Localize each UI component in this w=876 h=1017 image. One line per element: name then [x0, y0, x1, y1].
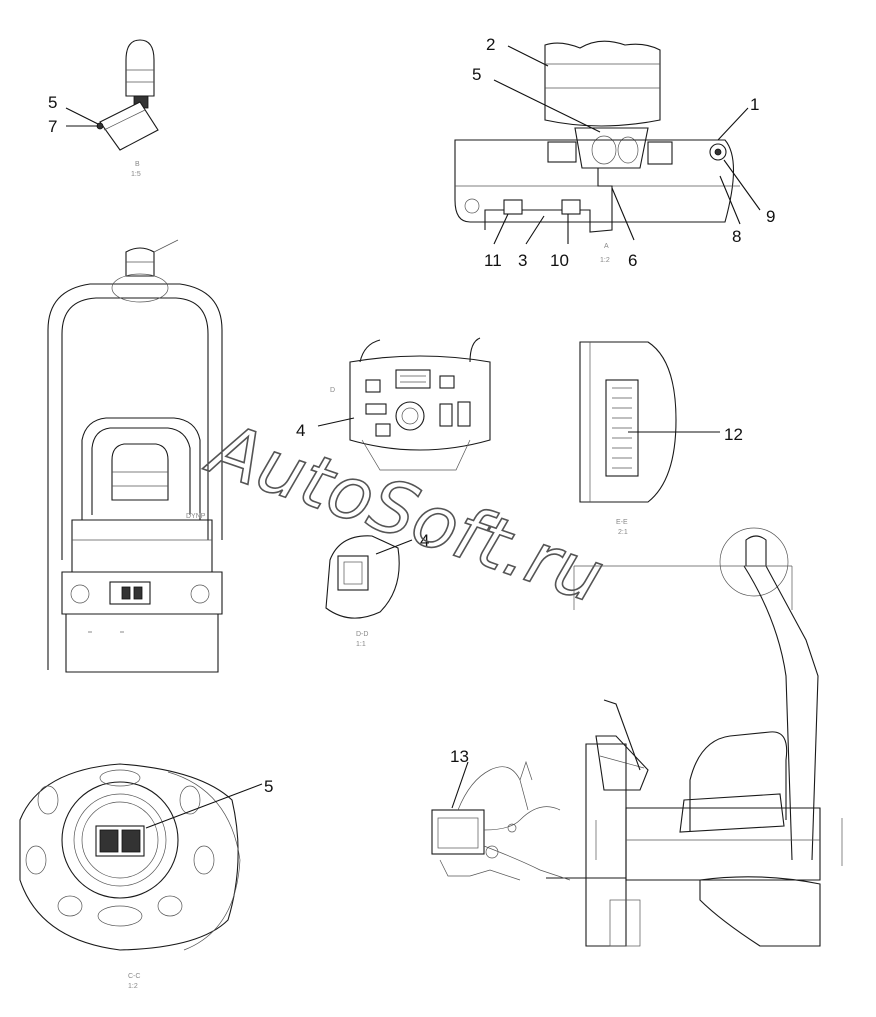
view-b-beacon-detail: B 1:5 — [96, 39, 159, 178]
callout-2: 2 — [486, 35, 495, 54]
view-a-scale: 1:2 — [600, 257, 610, 264]
section-d-label: D-D — [356, 631, 368, 638]
section-c-scale: 1:2 — [128, 983, 138, 990]
callout-13: 13 — [450, 747, 469, 766]
view-d-control-panel: D — [330, 337, 491, 471]
svg-text:DYNP: DYNP — [186, 513, 206, 520]
callout-3: 3 — [518, 251, 527, 270]
watermark: AutoSoft.ru — [196, 405, 615, 620]
watermark-text: AutoSoft.ru — [197, 405, 614, 619]
callout-5-view-a: 5 — [472, 65, 481, 84]
section-d-scale: 1:1 — [356, 641, 366, 648]
front-view-roller: DYNP — [47, 239, 223, 673]
section-e-scale: 2:1 — [618, 529, 628, 536]
callout-4-section: 4 — [420, 531, 429, 550]
callout-12: 12 — [724, 425, 743, 444]
wiring-harness — [431, 760, 571, 881]
view-a-label: A — [604, 243, 609, 250]
view-a-beacon-mount: A 1:2 — [454, 40, 740, 264]
callout-6: 6 — [628, 251, 637, 270]
callout-9: 9 — [766, 207, 775, 226]
callout-10: 10 — [550, 251, 569, 270]
callout-7: 7 — [48, 117, 57, 136]
side-view-roller — [546, 527, 843, 947]
section-c-label: C-C — [128, 973, 140, 980]
view-b-scale: 1:5 — [131, 171, 141, 178]
leader-lines — [65, 45, 761, 829]
callout-11: 11 — [484, 251, 502, 270]
callout-5-view-b: 5 — [48, 93, 57, 112]
section-d-switch: D-D 1:1 — [325, 535, 400, 648]
section-e-fuse-panel: E-E 2:1 — [579, 341, 677, 536]
section-e-label: E-E — [616, 519, 628, 526]
callout-4-panel: 4 — [296, 421, 305, 440]
callout-numbers: 5 7 2 5 1 9 8 11 3 10 6 4 4 12 5 13 — [48, 35, 775, 796]
section-c-steering-hub: C-C 1:2 — [19, 763, 241, 990]
view-b-label: B — [135, 161, 140, 168]
callout-8: 8 — [732, 227, 741, 246]
callout-1: 1 — [750, 95, 759, 114]
callout-5-section-c: 5 — [264, 777, 273, 796]
view-d-label: D — [330, 387, 335, 394]
